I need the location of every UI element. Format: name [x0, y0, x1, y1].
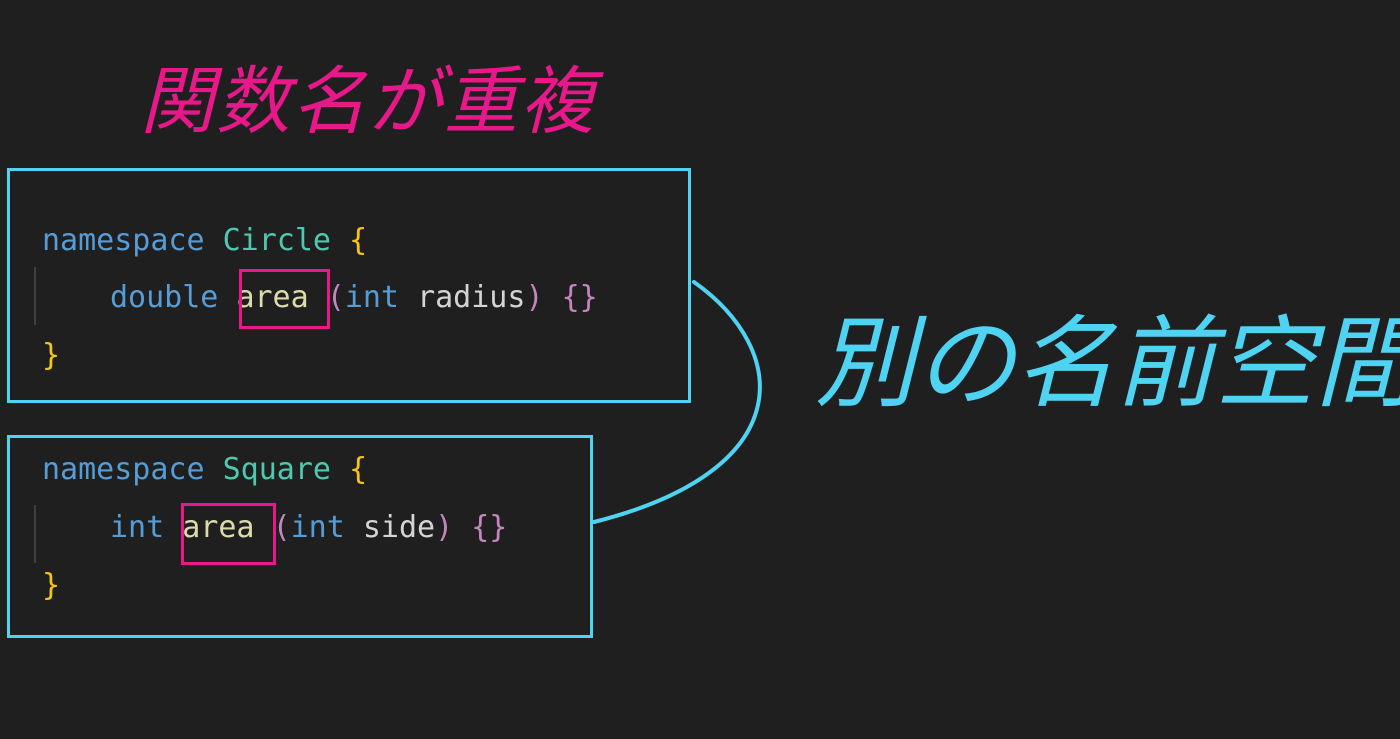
function-name: area — [182, 510, 255, 545]
function-body: {} — [471, 510, 508, 545]
param-name: radius — [417, 280, 526, 315]
namespace-name: Circle — [222, 223, 331, 258]
namespace-name: Square — [222, 452, 331, 487]
separate-namespace-note: 別の名前空間 — [815, 305, 1400, 422]
duplicate-highlight-square — [181, 503, 276, 565]
param-close: ) — [525, 280, 544, 315]
open-brace: { — [349, 223, 368, 258]
function-name: area — [236, 280, 309, 315]
function-body: {} — [561, 280, 598, 315]
code-line-namespace-square: namespace Square { — [42, 450, 367, 490]
param-close: ) — [435, 510, 454, 545]
open-brace: { — [349, 452, 368, 487]
param-type: int — [344, 280, 399, 315]
square-namespace-box: namespace Square { int area (int side) {… — [7, 435, 593, 638]
code-line-function-circle: double area (int radius) {} — [110, 278, 598, 318]
duplicate-function-name-note: 関数名が重複 — [140, 59, 596, 145]
circle-namespace-box: namespace Circle { double area (int radi… — [7, 168, 691, 403]
code-line-namespace-circle: namespace Circle { — [42, 221, 367, 261]
param-open: ( — [272, 510, 291, 545]
code-line-close-square: } — [42, 566, 60, 606]
code-line-function-square: int area (int side) {} — [110, 508, 507, 548]
code-line-close-circle: } — [42, 336, 60, 376]
close-brace: } — [42, 338, 61, 373]
duplicate-highlight-circle — [239, 269, 330, 329]
indent-guide — [34, 505, 36, 563]
namespace-keyword: namespace — [42, 223, 205, 258]
close-brace: } — [42, 568, 61, 603]
return-type: int — [110, 510, 165, 545]
param-type: int — [290, 510, 345, 545]
param-open: ( — [326, 280, 345, 315]
param-name: side — [362, 510, 436, 545]
indent-guide — [34, 267, 36, 325]
bracket-curve — [592, 280, 762, 524]
return-type: double — [110, 280, 219, 315]
namespace-keyword: namespace — [42, 452, 205, 487]
